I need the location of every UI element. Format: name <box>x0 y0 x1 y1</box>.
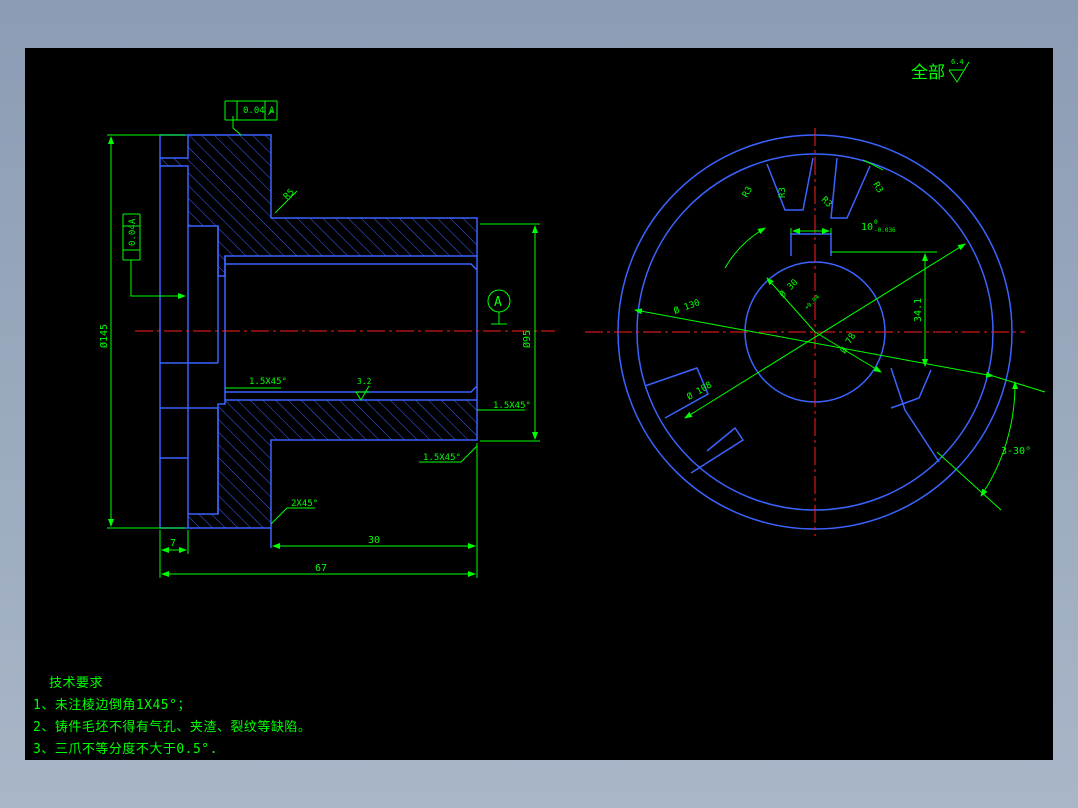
chamfer-2: 2X45° <box>291 499 318 509</box>
section-lower-hatch <box>187 399 478 529</box>
section-upper-hatch <box>159 134 478 277</box>
dim-67: 67 <box>315 563 327 574</box>
runout-symbol: ↗ <box>267 105 274 118</box>
tech-item-3: 3、三爪不等分度不大于0.5°. <box>33 742 218 757</box>
front-r3-a: R3 <box>741 185 755 199</box>
section-texts: 0.04 A A 0.04 Ø145 Ø95 R5 1.5X45° 1.5X45… <box>98 106 533 574</box>
dim-r5: R5 <box>282 187 297 202</box>
dim-7: 7 <box>170 538 176 549</box>
tech-item-2: 2、铸件毛坯不得有气孔、夹渣、裂纹等缺陷。 <box>33 720 312 735</box>
chamfer-inner: 1.5X45° <box>249 377 287 387</box>
tech-item-1: 1、未注棱边倒角1X45°； <box>33 698 191 713</box>
dim-30: 30 <box>368 535 380 546</box>
keyway <box>790 233 832 256</box>
front-dia-78: Ø 78 <box>838 331 858 355</box>
roughness-value: 6.4 <box>951 58 964 66</box>
front-bore-dia: Ø 30 <box>777 277 800 300</box>
runout-datum: A <box>269 106 275 116</box>
front-angle: 3-30° <box>1001 446 1031 457</box>
keyway-tol-lower: -0.036 <box>874 227 896 234</box>
keyway-tol-upper: 0 <box>874 219 878 226</box>
drawing-frame: ↗ <box>25 48 1053 760</box>
surface-finish: 3.2 <box>357 377 372 386</box>
chamfer-right: 1.5X45° <box>493 401 531 411</box>
cad-drawing: ↗ <box>98 58 1046 578</box>
runout-left-ref: A <box>128 218 138 224</box>
front-dia-130: Ø 130 <box>672 297 701 317</box>
keyway-width: 10 <box>861 222 873 233</box>
roughness-note: 全部 6.4 <box>911 58 964 83</box>
tech-title: 技术要求 <box>49 676 104 691</box>
front-r3-b: R3 <box>778 187 788 198</box>
runout-value: 0.04 <box>243 106 265 116</box>
section-view: ↗ <box>107 100 555 578</box>
datum-a: A <box>494 295 502 310</box>
front-texts: R3 R3 R3 R3 10 0 -0.036 34.1 Ø 30 +0.04 … <box>672 181 1031 458</box>
chamfer-bottom: 1.5X45° <box>423 453 461 463</box>
runout-left-value: 0.04 <box>128 224 138 246</box>
dim-dia-145: Ø145 <box>98 324 110 348</box>
jaw-slot-top <box>766 157 814 211</box>
dim-dia-95: Ø95 <box>521 330 533 348</box>
keyway-depth: 34.1 <box>913 298 924 322</box>
front-bore-tol: +0.04 <box>803 293 821 311</box>
front-r3-d: R3 <box>870 181 884 195</box>
roughness-label: 全部 <box>911 63 945 83</box>
